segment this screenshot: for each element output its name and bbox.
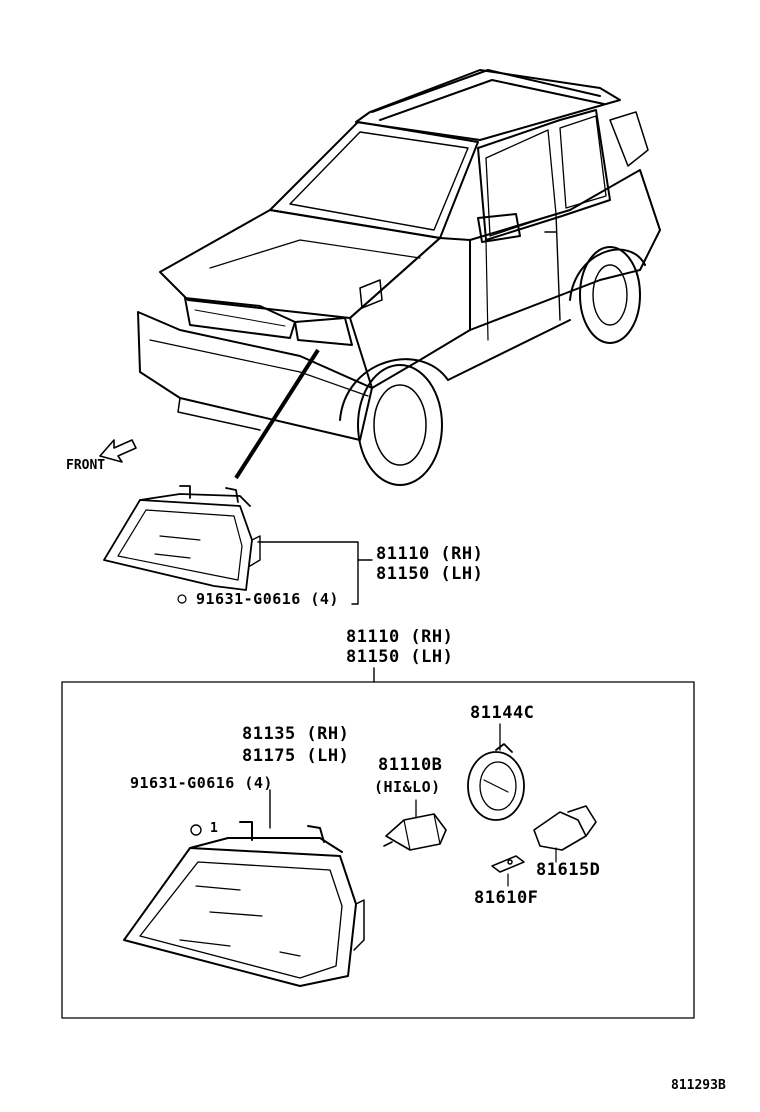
headlamp-large-illustration (123, 821, 365, 987)
socket-cover-label: 81144C (470, 703, 535, 723)
socket-label: 81615D (536, 860, 601, 880)
headlamp-assy-rh-label: 81110 (RH) (376, 544, 484, 564)
clip-illustration (491, 855, 525, 873)
bulb-label: 81110B (378, 755, 443, 775)
clip-label: 81610F (474, 888, 539, 908)
headlamp-small-illustration (103, 485, 261, 604)
front-arrow-icon (99, 439, 137, 463)
drawing-number: 811293B (671, 1078, 726, 1093)
vehicle-illustration (137, 69, 661, 486)
bulb-illustration (383, 813, 447, 851)
screw-qty-label: 1 (210, 821, 218, 836)
screw-top-label: 91631-G0616 (4) (196, 590, 339, 608)
unit-lh-label: 81175 (LH) (242, 746, 350, 766)
socket-cover-illustration (467, 743, 525, 821)
headlamp-assy-lh-label: 81150 (LH) (376, 564, 484, 584)
front-label: FRONT (66, 458, 106, 473)
upper-callout-bracket (257, 541, 373, 605)
detail-frame (61, 681, 695, 1019)
screw-detail-label: 91631-G0616 (4) (130, 774, 273, 792)
headlamp-assy-lh-label-2: 81150 (LH) (346, 647, 454, 667)
socket-illustration (533, 805, 597, 851)
leader-line-car (234, 348, 320, 480)
headlamp-assy-rh-label-2: 81110 (RH) (346, 627, 454, 647)
bulb-note-label: (HI&LO) (374, 778, 441, 796)
unit-rh-label: 81135 (RH) (242, 724, 350, 744)
